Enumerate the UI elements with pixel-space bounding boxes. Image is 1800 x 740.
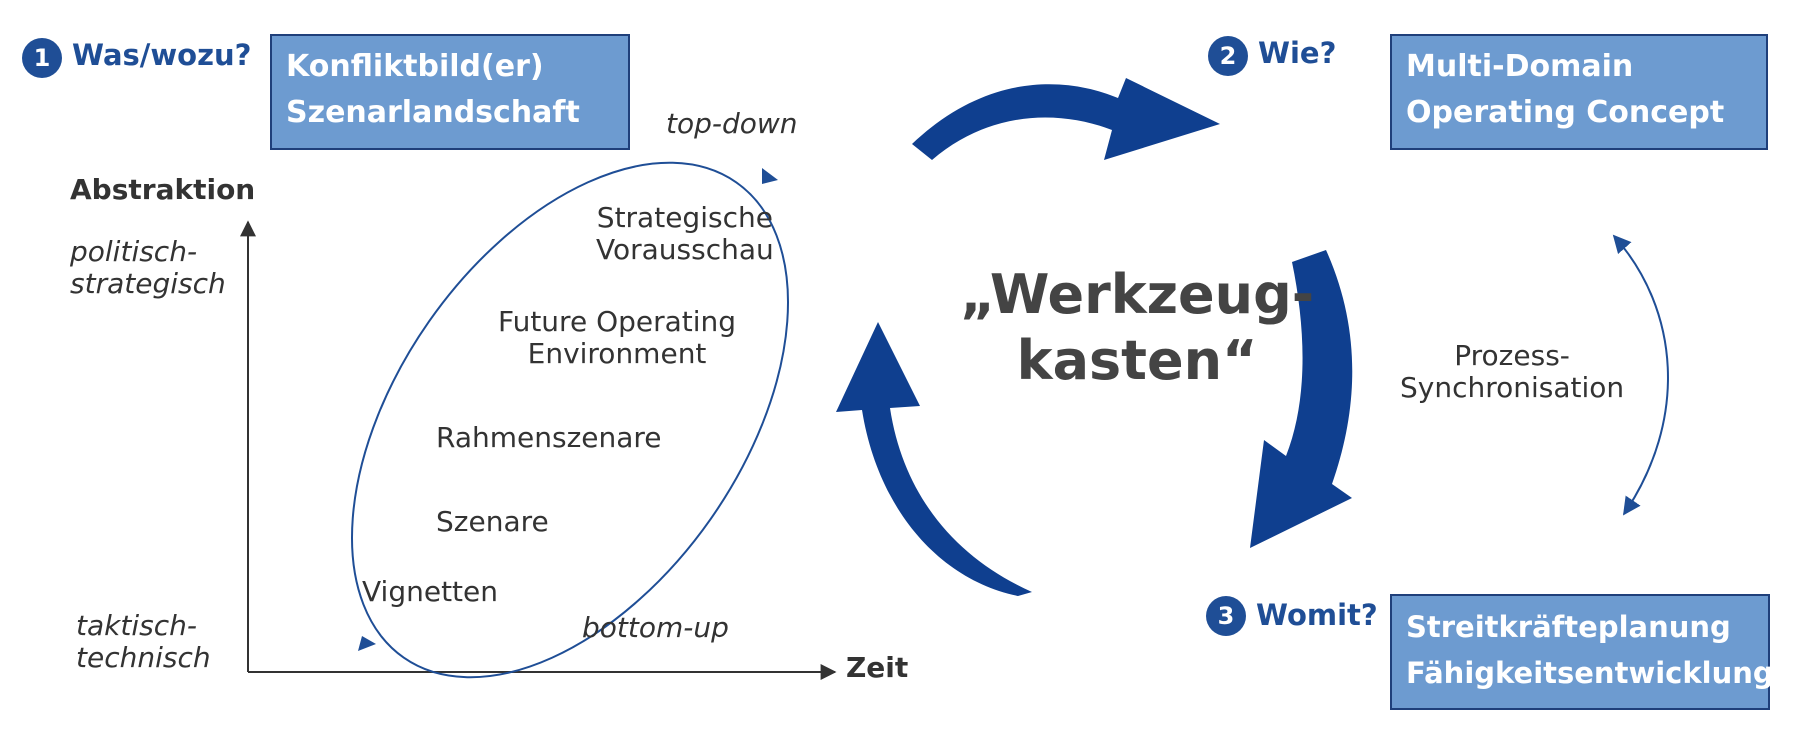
level-szenare: Szenare [436,505,549,538]
step-1-number: 1 [33,44,51,72]
cycle-arrow-right [1250,250,1353,548]
level-vignetten: Vignetten [362,575,498,608]
y-axis-top-label: politisch- strategisch [70,235,226,301]
scenario-ellipse [351,161,789,679]
sync-double-arrow [1612,234,1669,516]
top-down-label: top-down [666,107,798,140]
y-axis-bottom-line-2: technisch [76,641,211,675]
bottom-up-label: bottom-up [582,611,729,644]
step-1-question: Was/wozu? [72,38,252,72]
level-future-operating-environment: Future Operating Environment [498,305,737,371]
step-2-box-line-2: Operating Concept [1406,95,1725,130]
step-3-box-line-1: Streitkräfteplanung [1406,610,1731,644]
step-3-number-badge: 3 [1206,596,1246,636]
step-3-box-line-2: Fähigkeitsentwicklung [1406,656,1774,690]
level-1-line-2: Vorausschau [596,233,774,267]
y-axis-bottom-label: taktisch- technisch [76,609,211,675]
level-1-line-1: Strategische [596,201,773,234]
cycle-arrow-left [836,322,1032,596]
step-2-number-badge: 2 [1208,36,1248,76]
ellipse-arrowhead-top [762,168,778,184]
step-2-question: Wie? [1258,36,1337,70]
y-axis-bottom-line-1: taktisch- [76,609,197,642]
sync-line-2: Synchronisation [1400,371,1625,405]
step-1-box: Konfliktbild(er) Szenarlandschaft [270,34,630,150]
step-2-box-line-1: Multi-Domain [1406,49,1634,84]
sync-line-1: Prozess- [1454,339,1570,372]
cycle-arrow-top [912,78,1220,160]
step-3-question: Womit? [1256,598,1378,632]
werkzeugkasten-title: „Werkzeug- kasten“ [960,262,1314,394]
level-2-line-1: Future Operating [498,305,737,338]
step-1-number-badge: 1 [22,38,62,78]
step-2-number: 2 [1219,42,1237,70]
ellipse-arrowhead-bottom [358,636,376,651]
y-axis-top-line-1: politisch- [70,235,198,268]
werkzeugkasten-line-2: kasten“ [1016,329,1258,392]
step-3-number: 3 [1217,602,1235,630]
step-2-box: Multi-Domain Operating Concept [1390,34,1768,150]
y-axis-title: Abstraktion [70,173,256,206]
level-strategische-vorausschau: Strategische Vorausschau [596,201,774,267]
y-axis-top-line-2: strategisch [70,267,226,301]
step-1-box-line-2: Szenarlandschaft [286,95,580,130]
werkzeugkasten-line-1: „Werkzeug- [960,263,1315,326]
step-1-box-line-1: Konfliktbild(er) [286,49,544,84]
x-axis-title: Zeit [846,651,909,684]
level-rahmenszenare: Rahmenszenare [436,421,662,454]
step-3-box: Streitkräfteplanung Fähigkeitsentwicklun… [1390,594,1774,710]
level-2-line-2: Environment [527,337,707,371]
prozess-synchronisation-label: Prozess- Synchronisation [1400,339,1625,405]
